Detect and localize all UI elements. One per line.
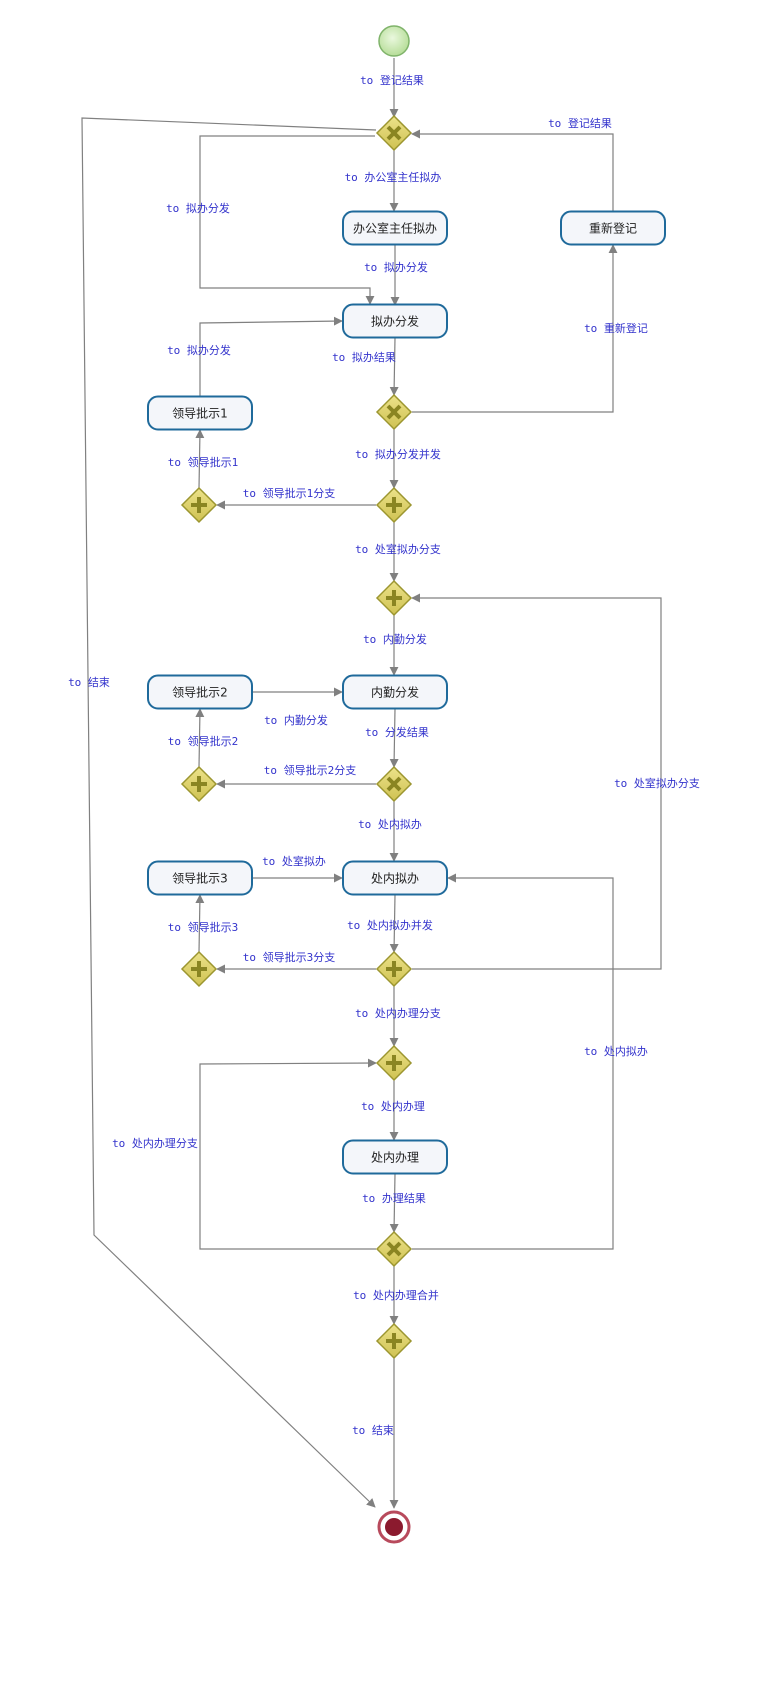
edge-dept-parallel-to-office-branch[interactable] xyxy=(411,593,662,970)
edge-register-to-draft[interactable] xyxy=(199,135,375,305)
edge-reregister-to-register[interactable] xyxy=(411,129,614,211)
xor-handle-result-exclusive-gateway[interactable] xyxy=(375,1230,413,1268)
edge-label-result-to-leader2-gw: to 领导批示2分支 xyxy=(264,763,357,777)
edge-label-dept-parallel-to-handle-branch: to 处内办理分支 xyxy=(355,1006,441,1020)
task-internal-distribute-label: 内勤分发 xyxy=(371,685,419,700)
task-leader1-task[interactable]: 领导批示1 xyxy=(147,395,253,431)
task-draft-distribute-task[interactable]: 拟办分发 xyxy=(342,303,448,339)
edge-leader1-gw-to-leader1[interactable] xyxy=(195,429,205,489)
edge-label-register-to-draft: to 拟办分发 xyxy=(166,201,230,215)
start-start-event[interactable] xyxy=(378,25,410,57)
end-end-event[interactable] xyxy=(377,1510,411,1544)
and-merge-parallel-gateway[interactable] xyxy=(375,1322,413,1360)
task-leader2-label: 领导批示2 xyxy=(172,685,228,700)
xor-draft-result-exclusive-gateway[interactable] xyxy=(375,393,413,431)
x-icon xyxy=(386,1241,402,1257)
edge-label-handle-result-to-branch: to 处内办理分支 xyxy=(112,1136,198,1150)
task-dept-handle-label: 处内办理 xyxy=(371,1150,419,1165)
plus-icon xyxy=(386,1055,402,1071)
edge-leader3-gw-to-leader3[interactable] xyxy=(195,894,205,953)
and-dept-draft-parallel-parallel-gateway[interactable] xyxy=(375,950,413,988)
edge-label-handle-result-to-merge: to 处内办理合并 xyxy=(353,1288,439,1302)
edge-label-handle-branch-to-handle: to 处内办理 xyxy=(361,1099,425,1113)
task-draft-distribute-label: 拟办分发 xyxy=(371,314,419,329)
task-leader1-label: 领导批示1 xyxy=(172,406,228,421)
and-office-branch-parallel-gateway[interactable] xyxy=(375,579,413,617)
plus-icon xyxy=(386,590,402,606)
edge-label-draft-to-result: to 拟办结果 xyxy=(332,350,396,364)
edge-leader2-gw-to-leader2[interactable] xyxy=(195,708,205,768)
edge-label-leader1-gw-to-leader1: to 领导批示1 xyxy=(168,455,239,469)
edge-dept-draft-to-parallel[interactable] xyxy=(389,894,399,953)
task-reregister-label: 重新登记 xyxy=(589,221,637,236)
plus-icon xyxy=(191,961,207,977)
task-reregister-task[interactable]: 重新登记 xyxy=(560,210,666,246)
edge-label-reregister-to-register: to 登记结果 xyxy=(548,116,612,130)
x-icon xyxy=(386,125,402,141)
plus-icon xyxy=(386,1333,402,1349)
edge-label-result-to-reregister: to 重新登记 xyxy=(584,321,648,335)
edge-label-dept-parallel-to-office-branch: to 处室拟办分支 xyxy=(614,776,700,790)
and-leader3-parallel-gateway[interactable] xyxy=(180,950,218,988)
task-leader3-label: 领导批示3 xyxy=(172,871,228,886)
x-icon xyxy=(386,776,402,792)
plus-icon xyxy=(386,497,402,513)
edge-draft-to-result[interactable] xyxy=(389,337,399,396)
plus-icon xyxy=(191,497,207,513)
edge-label-parallel-to-leader1-gw: to 领导批示1分支 xyxy=(243,486,336,500)
and-dept-handle-branch-parallel-gateway[interactable] xyxy=(375,1044,413,1082)
and-leader2-parallel-gateway[interactable] xyxy=(180,765,218,803)
task-dept-draft-label: 处内拟办 xyxy=(371,871,419,886)
edges-layer xyxy=(81,58,662,1509)
edge-label-result-to-dept-draft: to 处内拟办 xyxy=(358,817,422,831)
edge-label-merge-to-end: to 结束 xyxy=(352,1424,394,1437)
edge-leader1-to-draft[interactable] xyxy=(199,316,343,396)
task-dept-draft-task[interactable]: 处内拟办 xyxy=(342,860,448,896)
and-draft-parallel-parallel-gateway[interactable] xyxy=(375,486,413,524)
labels-layer: to 登记结果 to 办公室主任拟办 to 拟办分发 to 结束 to 拟办分发 to 登… xyxy=(68,73,700,1437)
plus-icon xyxy=(191,776,207,792)
edge-register-to-end[interactable] xyxy=(81,117,377,1508)
xor-register-exclusive-gateway[interactable] xyxy=(375,114,413,152)
task-office-director-task[interactable]: 办公室主任拟办 xyxy=(342,210,448,246)
edge-label-leader1-to-draft: to 拟办分发 xyxy=(167,343,231,357)
edge-label-leader2-to-internal: to 内勤分发 xyxy=(264,713,328,727)
edge-label-handle-to-result: to 办理结果 xyxy=(362,1192,426,1205)
task-office-director-label: 办公室主任拟办 xyxy=(353,221,437,236)
edge-label-dept-parallel-to-leader3-gw: to 领导批示3分支 xyxy=(243,950,336,964)
task-dept-handle-task[interactable]: 处内办理 xyxy=(342,1139,448,1175)
edge-internal-to-result[interactable] xyxy=(389,708,399,768)
edge-label-leader3-gw-to-leader3: to 领导批示3 xyxy=(168,920,239,934)
edge-label-register-to-director: to 办公室主任拟办 xyxy=(345,170,442,184)
x-icon xyxy=(386,404,402,420)
and-leader1-parallel-gateway[interactable] xyxy=(180,486,218,524)
edge-label-result-to-parallel: to 拟办分发并发 xyxy=(355,447,441,461)
edge-label-director-to-draft: to 拟办分发 xyxy=(364,260,428,274)
xor-distribute-result-exclusive-gateway[interactable] xyxy=(375,765,413,803)
edge-label-leader2-gw-to-leader2: to 领导批示2 xyxy=(168,734,239,748)
edge-label-internal-to-result: to 分发结果 xyxy=(365,725,429,739)
edge-label-start-to-register: to 登记结果 xyxy=(360,73,424,87)
edge-handle-result-to-dept-draft[interactable] xyxy=(412,873,614,1250)
edge-handle-result-to-branch[interactable] xyxy=(199,1058,377,1250)
task-internal-distribute-task[interactable]: 内勤分发 xyxy=(342,674,448,710)
edge-label-parallel-to-office-branch: to 处室拟办分支 xyxy=(355,542,441,556)
edge-handle-to-result[interactable] xyxy=(389,1173,399,1233)
task-leader3-task[interactable]: 领导批示3 xyxy=(147,860,253,896)
task-leader2-task[interactable]: 领导批示2 xyxy=(147,674,253,710)
edge-label-leader3-to-dept-draft: to 处室拟办 xyxy=(262,854,326,868)
edge-result-to-reregister[interactable] xyxy=(412,244,618,413)
edge-label-handle-result-to-dept-draft: to 处内拟办 xyxy=(584,1044,648,1058)
plus-icon xyxy=(386,961,402,977)
edge-label-office-branch-to-internal: to 内勤分发 xyxy=(363,632,427,646)
edge-label-dept-draft-to-parallel: to 处内拟办并发 xyxy=(347,918,433,932)
edge-label-register-to-end: to 结束 xyxy=(68,676,110,689)
